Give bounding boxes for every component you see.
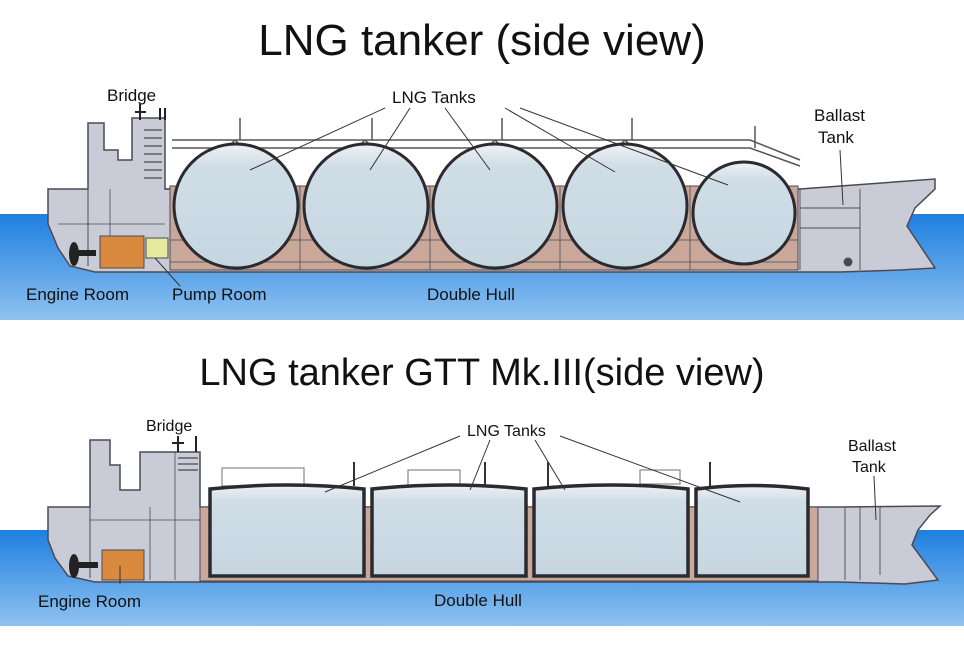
leader-lines-upper xyxy=(154,107,844,287)
membrane-tank-3 xyxy=(532,483,690,578)
pump-room-block xyxy=(145,237,169,259)
leader-lines-lower xyxy=(119,435,877,584)
spherical-tanks xyxy=(172,142,797,270)
engine-room-label-upper: Engine Room xyxy=(26,285,129,304)
diagram-title-gtt: LNG tanker GTT Mk.III(side view) xyxy=(199,352,765,394)
membrane-tanks xyxy=(208,483,810,578)
ballast-tank-label-lower-l2: Tank xyxy=(852,459,887,476)
double-hull-label-upper: Double Hull xyxy=(427,285,515,304)
engine-room-label-lower: Engine Room xyxy=(38,592,141,611)
spherical-tank-3 xyxy=(431,142,559,270)
ballast-tank-label-lower-l1: Ballast xyxy=(848,438,897,455)
double-hull-label-lower: Double Hull xyxy=(434,591,522,610)
engine-room-block-upper xyxy=(99,235,145,269)
membrane-tank-2 xyxy=(370,483,528,578)
deck-structures-lower xyxy=(221,462,711,487)
diagram-title-moss: LNG tanker (side view) xyxy=(258,16,706,65)
ballast-tank-label-upper-l2: Tank xyxy=(818,128,854,147)
bridge-label-lower: Bridge xyxy=(146,418,192,435)
ballast-tank-compartment-upper xyxy=(799,189,861,270)
mast-lower xyxy=(172,436,197,452)
gtt-tanker-diagram: Bridge LNG Tanks Ballast Tank Engine Roo… xyxy=(0,418,964,626)
moss-tanker-diagram: Bridge LNG Tanks Ballast Tank Engine Roo… xyxy=(0,86,964,320)
membrane-tank-1 xyxy=(208,483,366,578)
lng-tanks-label-lower: LNG Tanks xyxy=(467,423,546,440)
lng-tanks-label-upper: LNG Tanks xyxy=(392,88,476,107)
propeller-icon xyxy=(69,554,98,578)
ballast-tank-compartment-lower xyxy=(817,507,881,580)
spherical-tank-4 xyxy=(561,142,689,270)
spherical-tank-2 xyxy=(302,142,430,270)
propeller-icon xyxy=(69,242,96,266)
pump-room-label: Pump Room xyxy=(172,285,266,304)
mast-upper xyxy=(135,104,166,120)
ballast-tank-label-upper-l1: Ballast xyxy=(814,106,865,125)
membrane-tank-4 xyxy=(694,483,810,578)
engine-room-block-lower xyxy=(101,549,145,581)
spherical-tank-5 xyxy=(691,160,797,266)
spherical-tank-1 xyxy=(172,142,300,270)
bridge-windows-lower xyxy=(178,457,198,471)
bridge-windows-upper xyxy=(144,129,162,179)
bridge-label-upper: Bridge xyxy=(107,86,156,105)
